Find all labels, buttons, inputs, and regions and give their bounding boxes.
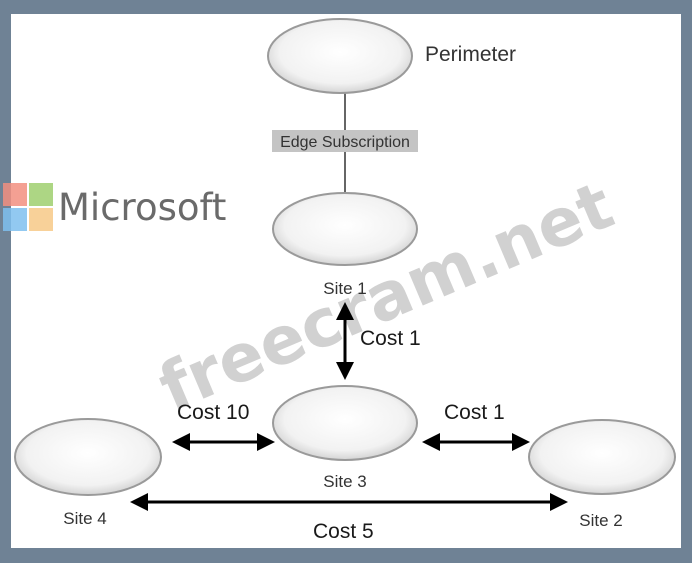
- site4-site3-cost: Cost 10: [177, 401, 249, 424]
- site4-label: Site 4: [63, 509, 106, 528]
- site1-site3-cost: Cost 1: [360, 327, 421, 350]
- site1-node: [272, 192, 418, 266]
- logo-blue-square: [3, 208, 27, 231]
- logo-green-square: [29, 183, 53, 206]
- logo-red-square: [3, 183, 27, 206]
- site4-site2-cost: Cost 5: [313, 520, 374, 543]
- site3-label: Site 3: [323, 472, 366, 491]
- microsoft-watermark-text: Microsoft: [58, 186, 226, 229]
- logo-yellow-square: [29, 208, 53, 231]
- perimeter-label: Perimeter: [425, 43, 516, 66]
- site4-node: [14, 418, 162, 496]
- edge-subscription-label: Edge Subscription: [280, 134, 410, 151]
- site2-label: Site 2: [579, 511, 622, 530]
- site3-node: [272, 385, 418, 461]
- site2-node: [528, 419, 676, 495]
- edge-subscription-label-bg: [272, 130, 418, 152]
- site1-label: Site 1: [323, 279, 366, 298]
- microsoft-logo: [3, 183, 53, 231]
- site3-site2-cost: Cost 1: [444, 401, 505, 424]
- perimeter-node: [267, 18, 413, 94]
